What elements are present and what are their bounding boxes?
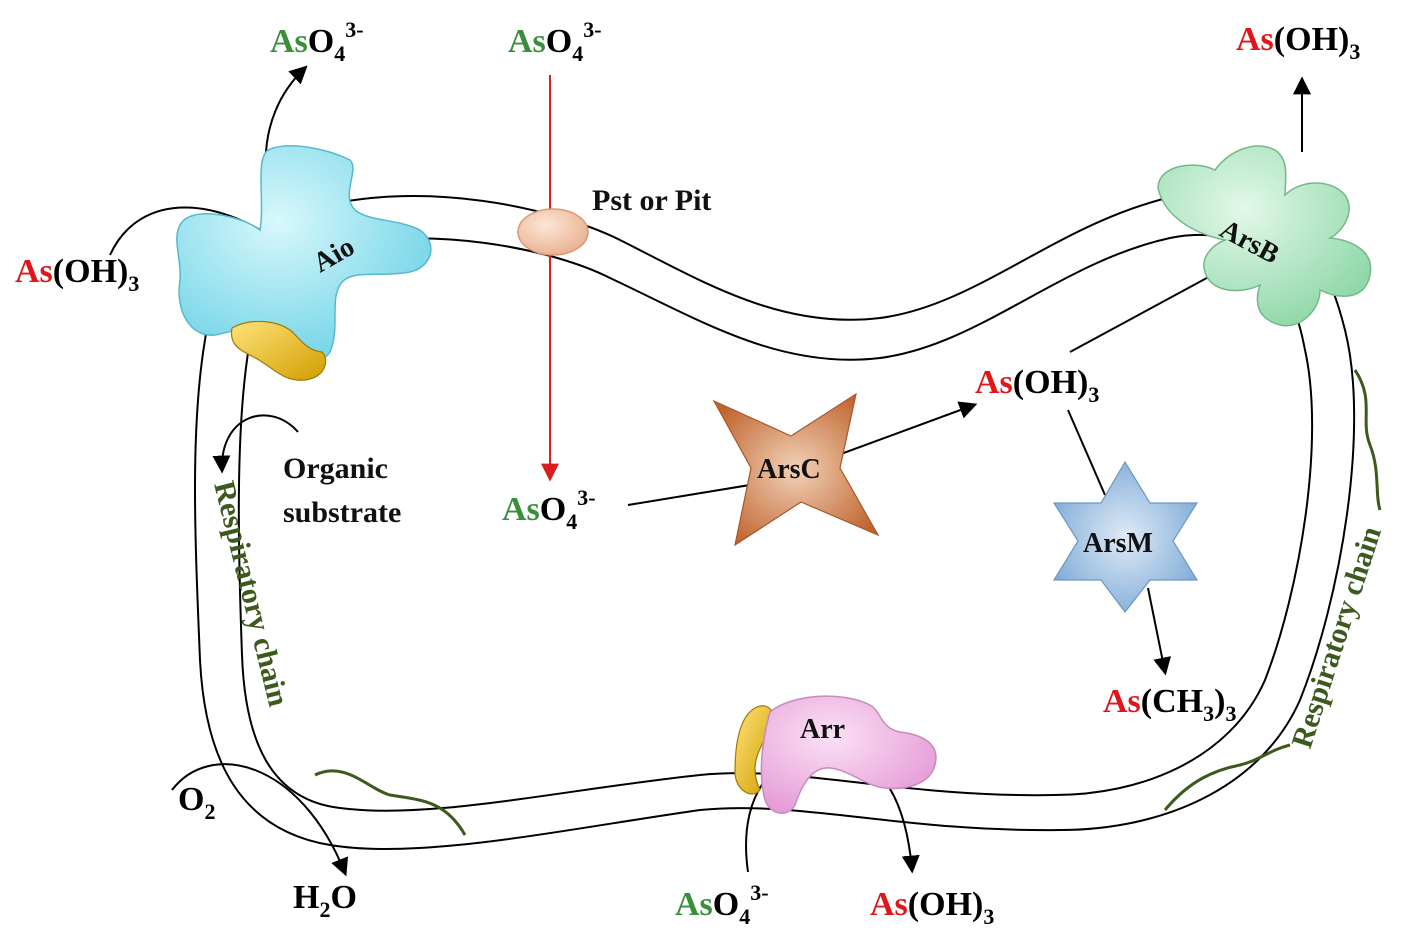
inner-membrane (237, 233, 1314, 812)
organic-substrate-line1: Organic (283, 452, 388, 485)
aio-cofactor-icon (230, 320, 327, 381)
arrow-organic (212, 414, 299, 474)
link-asoh3-arsm (1067, 409, 1106, 496)
arsb-enzyme-icon (1157, 145, 1372, 327)
aso4-external: AsO43- (508, 17, 602, 66)
respiratory-squiggle-left (314, 769, 467, 836)
arr-enzyme-icon (760, 695, 937, 814)
asoh3-arr-product: As(OH)3 (870, 886, 994, 929)
arrow-aso4-arsc (627, 481, 769, 506)
organic-substrate-line2: substrate (283, 496, 401, 529)
o2-label: O2 (178, 781, 215, 824)
transporter-icon (517, 208, 589, 256)
outer-membrane (194, 190, 1356, 851)
arsm-star-icon (1052, 460, 1199, 613)
aso4-aio-product: AsO43- (270, 17, 364, 66)
arrow-arsm-asch3 (1147, 587, 1171, 676)
asoh3-intracellular: As(OH)3 (975, 364, 1099, 407)
transporter-label: Pst or Pit (592, 184, 711, 217)
aso4-arr-substrate: AsO43- (675, 880, 769, 929)
respiratory-chain-left: Respiratory chain (207, 478, 295, 710)
arr-label: Arr (800, 714, 845, 745)
arsc-label: ArsC (757, 454, 821, 485)
respiratory-chain-right: Respiratory chain (1285, 522, 1388, 752)
arrow-o2-h2o (171, 763, 349, 877)
aso4-intracellular: AsO43- (502, 485, 596, 534)
arrow-arsc-asoh3 (829, 401, 978, 459)
h2o-label: H2O (293, 879, 357, 922)
arsc-star-icon (712, 392, 880, 547)
asoh3-arsb-efflux: As(OH)3 (1236, 21, 1360, 64)
respiratory-squiggle-right-top (1353, 369, 1382, 511)
asch3-product: As(CH3)3 (1103, 683, 1236, 726)
arsm-label: ArsM (1083, 528, 1153, 559)
respiratory-squiggle-right-bottom (1163, 743, 1291, 811)
asoh3-aio-substrate: As(OH)3 (15, 253, 139, 296)
aio-enzyme-icon (176, 145, 432, 363)
